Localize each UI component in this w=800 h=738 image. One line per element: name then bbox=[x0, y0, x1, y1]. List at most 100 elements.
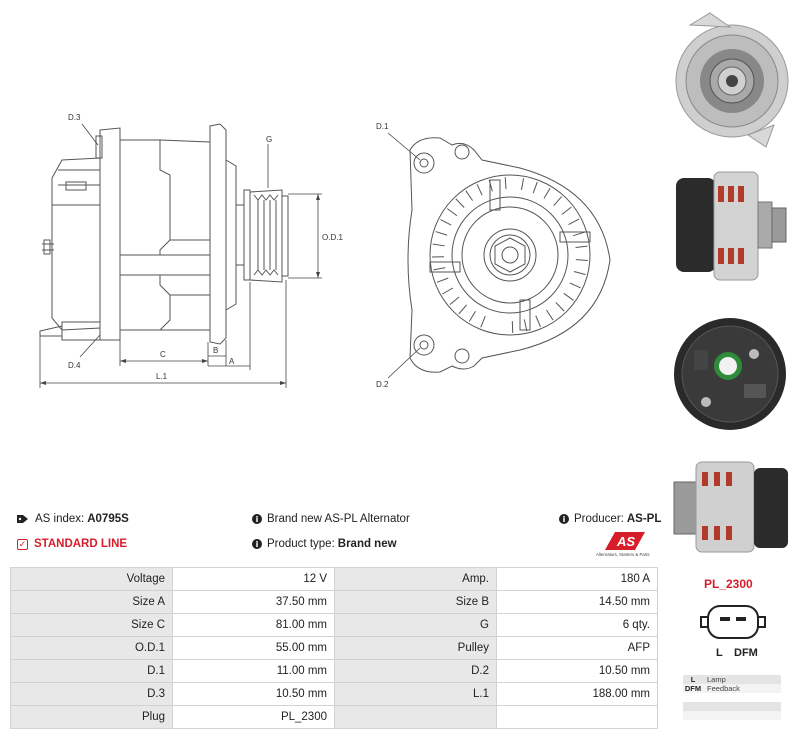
spec-value: 12 V bbox=[172, 567, 335, 591]
label-c: C bbox=[160, 350, 166, 359]
legend-key: L bbox=[690, 675, 696, 684]
vent-slot bbox=[440, 219, 452, 226]
vent-slot bbox=[504, 177, 507, 190]
tag-icon bbox=[17, 515, 28, 523]
front-vents bbox=[432, 177, 588, 333]
vent-slot bbox=[569, 282, 581, 289]
spec-key: Voltage bbox=[10, 567, 173, 591]
spec-value: 14.50 mm bbox=[496, 590, 658, 614]
plug-diagram bbox=[700, 605, 766, 639]
legend-value: Lamp bbox=[707, 675, 726, 684]
photo-side-angle[interactable] bbox=[670, 452, 794, 560]
vent-slot bbox=[563, 292, 574, 301]
pin-label-l: L bbox=[716, 647, 723, 659]
spec-value: 10.50 mm bbox=[496, 659, 658, 683]
producer-value: AS-PL bbox=[626, 513, 662, 525]
vent-slot bbox=[488, 179, 493, 192]
vent-slot bbox=[520, 178, 525, 191]
vent-slot bbox=[476, 184, 483, 196]
spec-value: AFP bbox=[496, 636, 658, 660]
vent-slot bbox=[532, 181, 538, 194]
spec-value: PL_2300 bbox=[172, 705, 335, 729]
spec-value: 6 qty. bbox=[496, 613, 658, 637]
producer-label: Producer: bbox=[574, 513, 624, 525]
producer: i Producer: AS-PL bbox=[559, 513, 661, 525]
label-od1: O.D.1 bbox=[322, 233, 343, 242]
spec-key: O.D.1 bbox=[10, 636, 173, 660]
as-pl-logo: AS Alternators, Starters & Parts bbox=[596, 532, 650, 557]
product-type-value: Brand new bbox=[337, 538, 397, 550]
vent-slot bbox=[458, 304, 468, 315]
label-a: A bbox=[229, 357, 235, 366]
product-type-label: Product type: bbox=[267, 538, 335, 550]
photo-rear[interactable] bbox=[670, 298, 794, 448]
spec-value bbox=[496, 705, 658, 729]
spec-key: Size B bbox=[334, 590, 497, 614]
info-icon: i bbox=[252, 514, 262, 524]
vent-slot bbox=[555, 302, 565, 312]
label-d4: D.4 bbox=[68, 361, 81, 370]
vent-slot bbox=[535, 315, 541, 327]
as-index-value: A0795S bbox=[87, 513, 129, 525]
side-dimensions bbox=[39, 123, 421, 388]
svg-text:AS: AS bbox=[616, 534, 635, 549]
vent-slot bbox=[442, 287, 454, 295]
vent-slot bbox=[449, 296, 460, 305]
vent-slot bbox=[436, 277, 449, 283]
legend-row bbox=[683, 711, 781, 720]
front-view bbox=[407, 137, 611, 373]
label-d1: D.1 bbox=[376, 122, 389, 131]
info-icon: i bbox=[559, 514, 569, 524]
spec-value: 188.00 mm bbox=[496, 682, 658, 706]
spec-value: 55.00 mm bbox=[172, 636, 335, 660]
as-index: AS index: A0795S bbox=[17, 513, 129, 525]
side-view bbox=[39, 123, 289, 345]
vent-slot bbox=[447, 208, 458, 217]
vent-slot bbox=[468, 311, 476, 322]
technical-drawing: D.3 D.4 G O.D.1 C B A L.1 D.1 D.2 bbox=[39, 113, 611, 389]
spec-key: Pulley bbox=[334, 636, 497, 660]
spec-key: Size C bbox=[10, 613, 173, 637]
spec-key bbox=[334, 705, 497, 729]
spec-value: 180 A bbox=[496, 567, 658, 591]
legend-row bbox=[683, 702, 781, 711]
product-type: i Product type: Brand new bbox=[252, 538, 397, 550]
vent-slot bbox=[573, 271, 586, 276]
as-index-label: AS index: bbox=[35, 513, 85, 525]
legend-row: L Lamp bbox=[683, 675, 781, 684]
spec-key: G bbox=[334, 613, 497, 637]
vent-slot bbox=[575, 259, 588, 261]
spec-key: Size A bbox=[10, 590, 173, 614]
spec-key: Plug bbox=[10, 705, 173, 729]
check-icon: ✓ bbox=[17, 538, 28, 550]
spec-value: 37.50 mm bbox=[172, 590, 335, 614]
vent-slot bbox=[572, 231, 585, 237]
description: i Brand new AS-PL Alternator bbox=[252, 513, 410, 525]
vent-slot bbox=[543, 187, 551, 199]
spec-key: Amp. bbox=[334, 567, 497, 591]
label-g: G bbox=[266, 135, 272, 144]
vent-slot bbox=[480, 316, 486, 328]
photo-side[interactable] bbox=[670, 156, 794, 296]
plug-title: PL_2300 bbox=[704, 577, 753, 591]
standard-line: ✓ STANDARD LINE bbox=[17, 538, 127, 550]
vent-slot bbox=[546, 309, 554, 321]
legend-key: DFM bbox=[684, 684, 702, 693]
photo-front-pulley[interactable] bbox=[670, 5, 794, 153]
vent-slot bbox=[575, 245, 588, 249]
vent-slot bbox=[561, 206, 572, 215]
vent-slot bbox=[523, 319, 528, 332]
spec-value: 11.00 mm bbox=[172, 659, 335, 683]
vent-slot bbox=[435, 231, 448, 236]
description-text: Brand new AS-PL Alternator bbox=[267, 513, 410, 525]
vent-slot bbox=[432, 243, 445, 247]
vent-slot bbox=[465, 190, 474, 201]
label-b: B bbox=[213, 346, 218, 355]
label-l1: L.1 bbox=[156, 372, 168, 381]
